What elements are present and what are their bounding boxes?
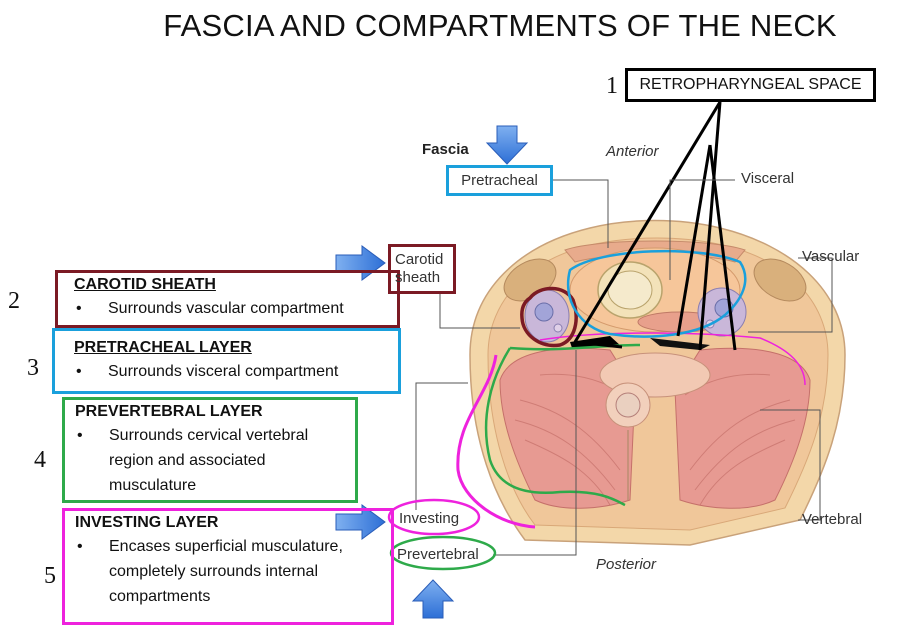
investing-text: Encases superficial musculature, complet…: [109, 538, 343, 605]
carotid-sheath-box: CAROTID SHEATH • Surrounds vascular comp…: [55, 270, 400, 328]
prevertebral-bullet: • Surrounds cervical vertebral region an…: [75, 427, 355, 498]
visceral-label: Visceral: [741, 170, 795, 187]
number-5: 5: [44, 563, 56, 589]
carotid-sheath-outline: [520, 286, 578, 348]
pretracheal-label: Pretracheal: [446, 165, 553, 196]
number-4: 4: [34, 447, 46, 473]
vertebral-label: Vertebral: [802, 511, 863, 528]
number-1: 1: [606, 73, 618, 99]
pretracheal-text: Surrounds visceral compartment: [108, 363, 339, 380]
vascular-label: Vascular: [802, 248, 860, 265]
investing-label-highlight: [387, 498, 481, 536]
investing-heading: INVESTING LAYER: [75, 514, 219, 531]
investing-box: INVESTING LAYER • Encases superficial mu…: [62, 508, 394, 625]
prevertebral-label: Prevertebral: [397, 546, 479, 563]
pretracheal-bullet: • Surrounds visceral compartment: [76, 363, 339, 380]
retropharyngeal-callout: RETROPHARYNGEAL SPACE: [625, 68, 876, 102]
carotid-sheath-heading: CAROTID SHEATH: [74, 276, 216, 293]
carotid-sheath-bullet: • Surrounds vascular compartment: [76, 300, 344, 317]
carotid-sheath-label: Carotid sheath: [388, 244, 456, 294]
prevertebral-layer-outline: [484, 343, 641, 507]
page-title: FASCIA AND COMPARTMENTS OF THE NECK: [163, 8, 837, 43]
investing-label: Investing: [399, 510, 460, 527]
posterior-muscles-left: [499, 347, 636, 509]
posterior-muscles-right: [674, 347, 811, 509]
carotid-sheath-text: Surrounds vascular compartment: [108, 300, 344, 317]
prevertebral-heading: PREVERTEBRAL LAYER: [75, 403, 263, 420]
pretracheal-layer-outline: [566, 249, 747, 338]
investing-bullet: • Encases superficial musculature, compl…: [75, 538, 391, 609]
pretracheal-heading: PRETRACHEAL LAYER: [74, 339, 252, 356]
number-2: 2: [8, 288, 20, 314]
anterior-label: Anterior: [606, 143, 659, 160]
investing-layer-outline: [456, 354, 536, 529]
pretracheal-box: PRETRACHEAL LAYER • Surrounds visceral c…: [52, 328, 401, 394]
prevertebral-box: PREVERTEBRAL LAYER • Surrounds cervical …: [62, 397, 358, 503]
down-arrow-icon: [485, 125, 529, 165]
posterior-label: Posterior: [596, 556, 657, 573]
prevertebral-text: Surrounds cervical vertebral region and …: [109, 427, 309, 494]
fascia-heading: Fascia: [422, 141, 469, 158]
up-arrow-icon: [411, 579, 455, 619]
right-arrow-icon: [335, 504, 386, 540]
number-3: 3: [27, 355, 39, 381]
